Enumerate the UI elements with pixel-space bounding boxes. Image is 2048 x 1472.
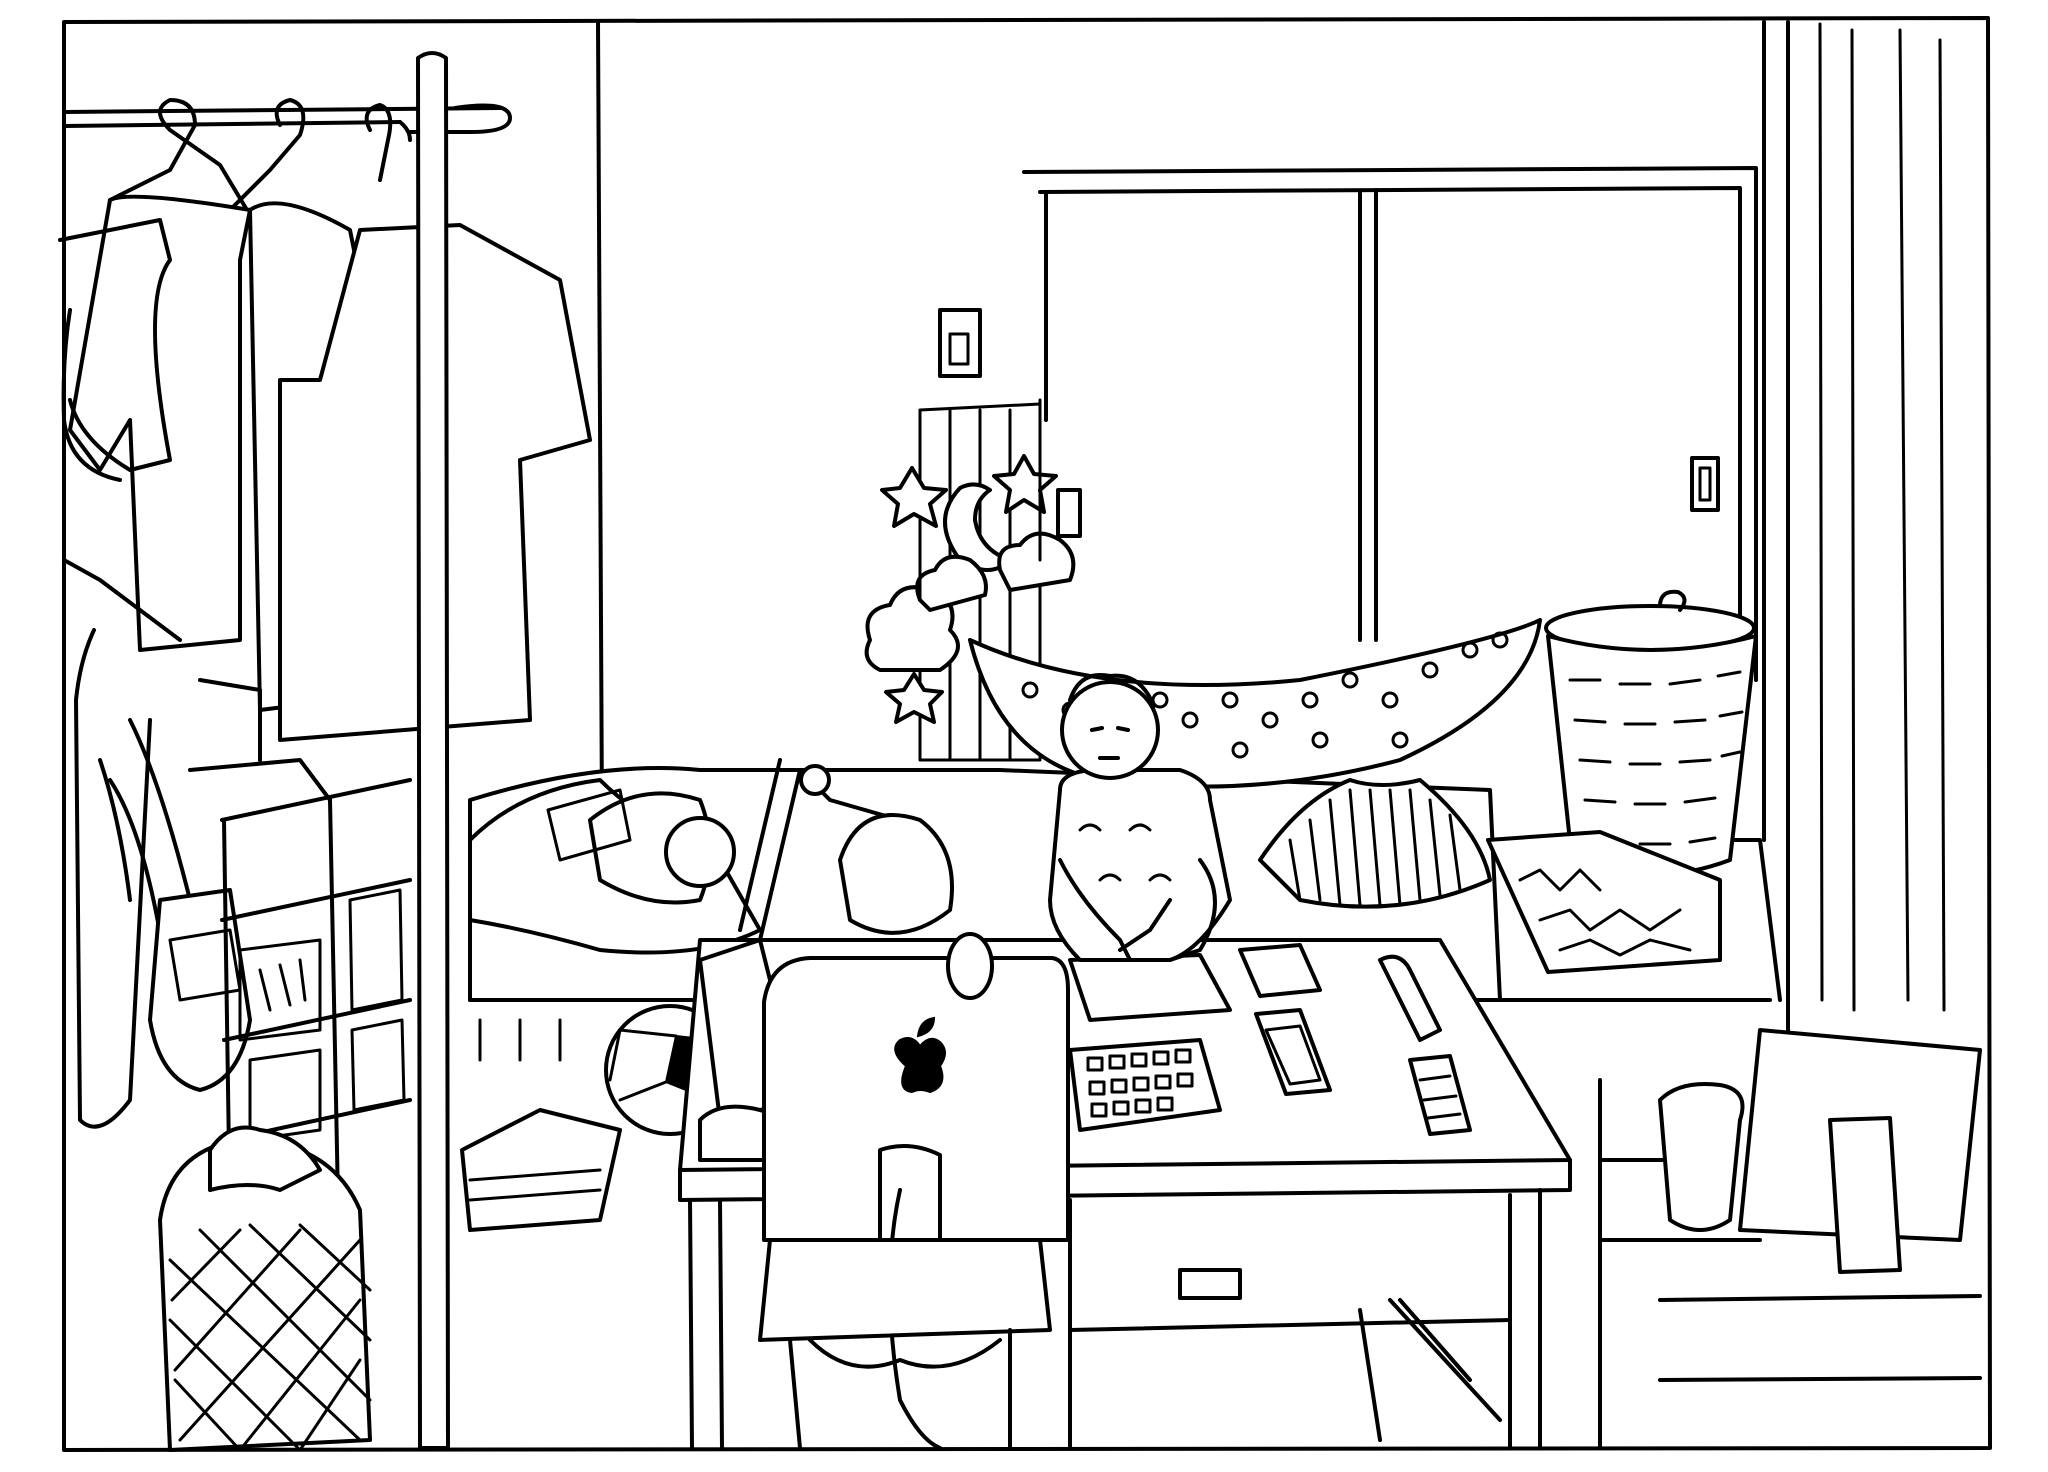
hanging-mobile: [864, 398, 1076, 762]
apple-logo-icon: [894, 1037, 946, 1094]
closet-clothes: [58, 98, 592, 742]
desk-items: [1238, 943, 1472, 1136]
computer-mouse: [946, 932, 994, 1000]
light-switch: [938, 308, 982, 378]
keyboard: [1068, 1038, 1222, 1132]
moon-icon: [943, 482, 1012, 572]
cloud-icon: [997, 531, 1076, 592]
child-drawing: [1048, 673, 1232, 962]
star-pattern-rug: [1486, 830, 1722, 974]
striped-cushion: [1258, 778, 1492, 909]
desk-chair: [758, 1238, 1052, 1450]
drawing-frame: [62, 16, 1992, 1452]
drawing-paper: [1068, 953, 1232, 1022]
star-icon: [884, 672, 944, 724]
side-cabinet: [1598, 1028, 1982, 1450]
floor-books: [460, 1108, 622, 1232]
wicker-laundry-basket: [1544, 589, 1758, 877]
closet-pole: [416, 51, 450, 1450]
shelf-unit: [188, 678, 412, 1222]
star-icon: [880, 466, 948, 528]
net-laundry-basket: [158, 1125, 372, 1452]
sliding-door: [1022, 166, 1758, 682]
